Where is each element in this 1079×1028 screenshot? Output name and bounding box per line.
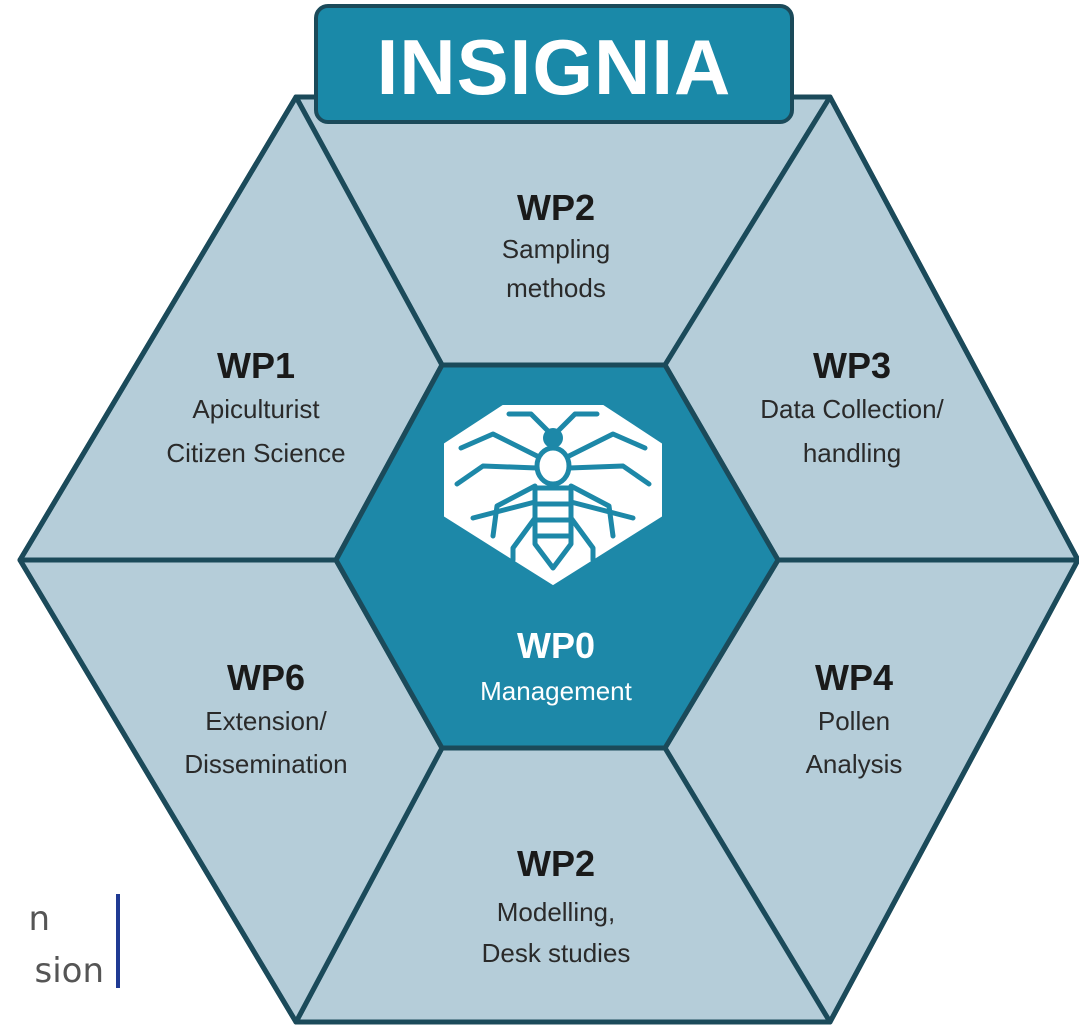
segment-desc-line: handling	[803, 438, 901, 468]
segment-desc-line: Sampling	[502, 234, 610, 264]
center-desc-line: Management	[480, 676, 633, 706]
segment-desc-line: Citizen Science	[166, 438, 345, 468]
segment-code: WP4	[815, 657, 893, 698]
segment-desc-line: Dissemination	[184, 749, 347, 779]
segment-code: WP3	[813, 345, 891, 386]
logo-divider-bar	[116, 894, 120, 988]
segment-code: WP2	[517, 187, 595, 228]
segment-desc-line: methods	[506, 273, 606, 303]
segment-desc-line: Data Collection/	[760, 394, 944, 424]
segment-lower-right: WP4 Pollen Analysis	[806, 657, 903, 779]
outer-hexagon-outline	[17, 94, 1079, 1025]
segment-upper-left: WP1 Apiculturist Citizen Science	[166, 345, 345, 468]
segment-desc-line: Desk studies	[482, 938, 631, 968]
title-banner	[314, 4, 794, 124]
segment-desc-line: Modelling,	[497, 897, 616, 927]
title-text: INSIGNIA	[377, 23, 732, 111]
segment-desc-line: Apiculturist	[192, 394, 320, 424]
segment-top: WP2 Sampling methods	[502, 187, 610, 303]
logo-fragment: n sion	[28, 894, 120, 991]
bee-circuit-icon	[444, 405, 662, 586]
segment-code: WP1	[217, 345, 295, 386]
logo-text-line: sion	[34, 951, 104, 991]
logo-text-line: n	[28, 899, 50, 939]
segment-lower-left: WP6 Extension/ Dissemination	[184, 657, 347, 779]
segment-code: WP6	[227, 657, 305, 698]
center-segment: WP0 Management	[480, 625, 633, 706]
segment-desc-line: Analysis	[806, 749, 903, 779]
segment-desc-line: Pollen	[818, 706, 890, 736]
segment-upper-right: WP3 Data Collection/ handling	[760, 345, 944, 468]
segment-desc-line: Extension/	[205, 706, 327, 736]
segment-bottom: WP2 Modelling, Desk studies	[482, 843, 631, 968]
center-code: WP0	[517, 625, 595, 666]
segment-code: WP2	[517, 843, 595, 884]
